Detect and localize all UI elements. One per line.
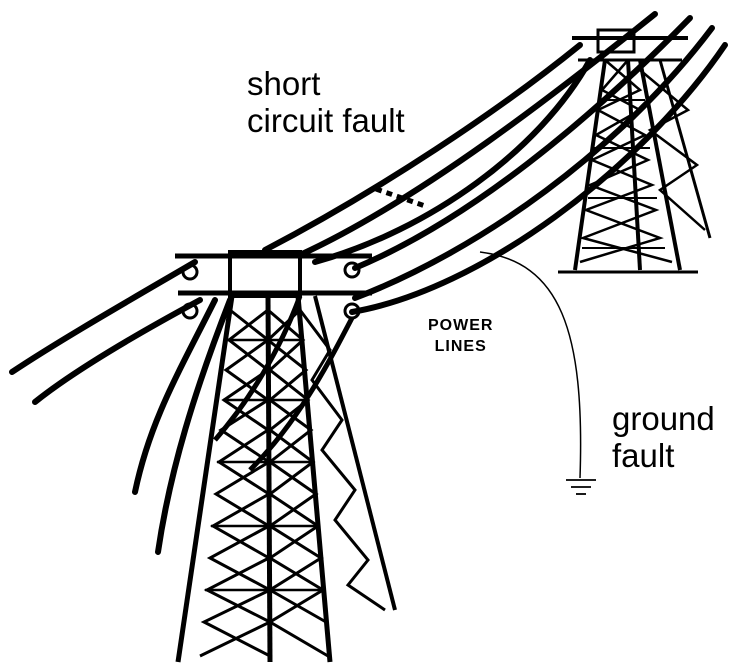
- ground-fault-label: ground fault: [612, 400, 715, 475]
- far-tower: [558, 28, 712, 274]
- power-line-wires: [9, 11, 728, 555]
- short-circuit-fault-label: short circuit fault: [247, 65, 405, 140]
- ground-fault-label-line2: fault: [612, 436, 675, 474]
- ground-fault-wire: [479, 251, 582, 479]
- short-circuit-label-line2: circuit fault: [247, 101, 405, 139]
- power-lines-label-line2: LINES: [434, 337, 487, 355]
- power-lines-label: POWER LINES: [428, 316, 493, 358]
- near-tower: [175, 250, 397, 663]
- power-lines-label-line1: POWER: [428, 317, 494, 334]
- short-circuit-marker: [375, 186, 429, 210]
- ground-symbol-icon: [566, 479, 596, 495]
- short-circuit-label-line1: short: [247, 65, 321, 102]
- ground-fault-label-line1: ground: [612, 400, 715, 437]
